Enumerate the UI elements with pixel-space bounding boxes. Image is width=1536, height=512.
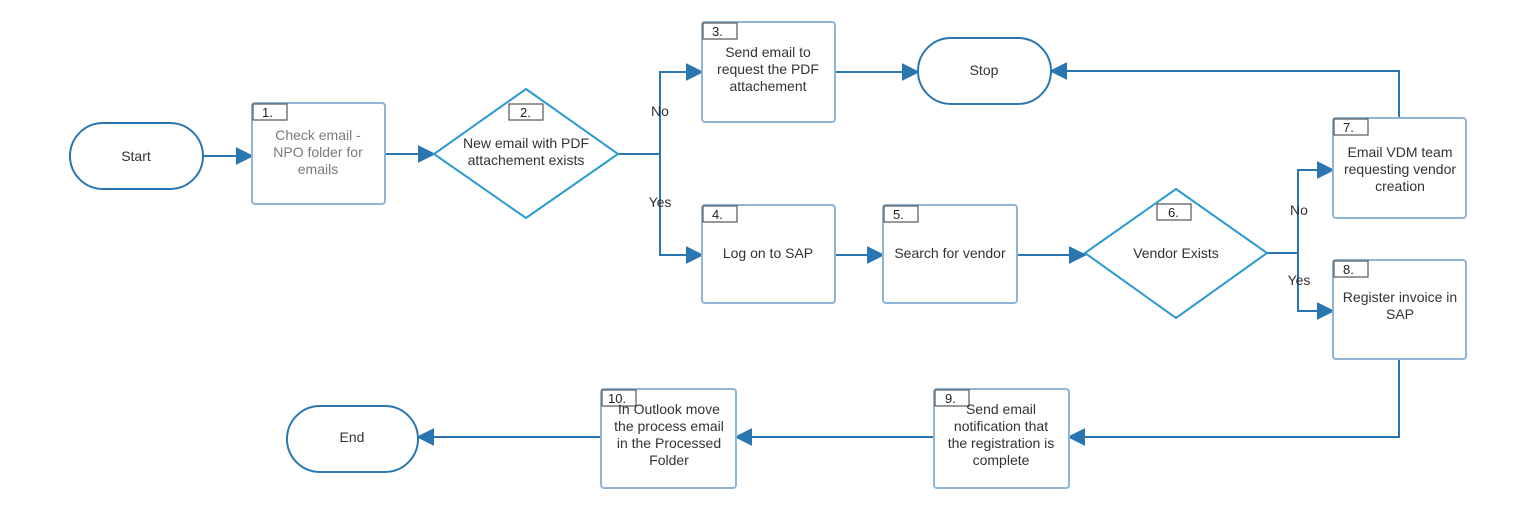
step-text-line: NPO folder for (273, 144, 363, 160)
edge-step8-to-step9 (1067, 359, 1400, 446)
step-number: 6. (1168, 205, 1179, 220)
edge-step6-to-step8 (1297, 253, 1335, 320)
step-text-line: the process email (614, 418, 724, 434)
step-5-box: 5. Search for vendor (882, 204, 1018, 304)
step-text-line: attachement (729, 78, 806, 94)
step-text-line: In Outlook move (618, 401, 720, 417)
step-text-line: Log on to SAP (723, 245, 813, 261)
step-text-line: request the PDF (717, 61, 819, 77)
start-label: Start (121, 148, 151, 164)
step-text-line: complete (973, 452, 1030, 468)
step-text-line: SAP (1386, 306, 1414, 322)
step-9-box: 9. Send email notification that the regi… (933, 388, 1070, 489)
step-number: 2. (520, 105, 531, 120)
step-3-box: 3. Send email to request the PDF attache… (701, 21, 836, 123)
step-text-line: the registration is (948, 435, 1055, 451)
edge-label-no: No (1290, 202, 1308, 218)
step-text-line: Check email - (275, 127, 361, 143)
edge-step7-to-stop (1049, 62, 1400, 118)
step-text-line: requesting vendor (1344, 161, 1456, 177)
step-number: 9. (945, 391, 956, 406)
stop-label: Stop (970, 62, 999, 78)
step-text-line: creation (1375, 178, 1425, 194)
step-7-box: 7. Email VDM team requesting vendor crea… (1332, 117, 1467, 219)
step-text-line: Register invoice in (1343, 289, 1457, 305)
end-label: End (340, 429, 365, 445)
step-text-line: Search for vendor (894, 245, 1006, 261)
start-node: Start (69, 122, 204, 190)
step-1-box: 1. Check email - NPO folder for emails (251, 102, 386, 205)
stop-node: Stop (917, 37, 1052, 105)
edge-label-no: No (651, 103, 669, 119)
step-number: 8. (1343, 262, 1354, 277)
step-6-decision: 6. Vendor Exists (1083, 187, 1269, 320)
end-node: End (286, 405, 419, 473)
edge-step2-to-step4 (659, 154, 704, 264)
step-number: 1. (262, 105, 273, 120)
step-text-line: emails (298, 161, 338, 177)
step-number: 7. (1343, 120, 1354, 135)
step-text-line: Send email to (725, 44, 811, 60)
step-number: 4. (712, 207, 723, 222)
step-2-decision: 2. New email with PDF attachement exists (432, 87, 620, 220)
step-text-line: Vendor Exists (1133, 245, 1219, 261)
step-number: 10. (608, 391, 626, 406)
step-text-line: Email VDM team (1347, 144, 1452, 160)
step-text-line: attachement exists (468, 152, 585, 168)
edge-label-yes: Yes (649, 194, 672, 210)
step-text-line: Send email (966, 401, 1036, 417)
step-4-box: 4. Log on to SAP (701, 204, 836, 304)
step-text-line: Folder (649, 452, 689, 468)
edge-step2-to-step3 (618, 63, 704, 155)
step-number: 3. (712, 24, 723, 39)
step-text-line: in the Processed (617, 435, 721, 451)
step-text-line: notification that (954, 418, 1048, 434)
step-number: 5. (893, 207, 904, 222)
step-8-box: 8. Register invoice in SAP (1332, 259, 1467, 360)
edge-label-yes: Yes (1288, 272, 1311, 288)
step-text-line: New email with PDF (463, 135, 589, 151)
edge-step6-to-step7 (1267, 161, 1335, 254)
step-10-box: 10. In Outlook move the process email in… (600, 388, 737, 489)
